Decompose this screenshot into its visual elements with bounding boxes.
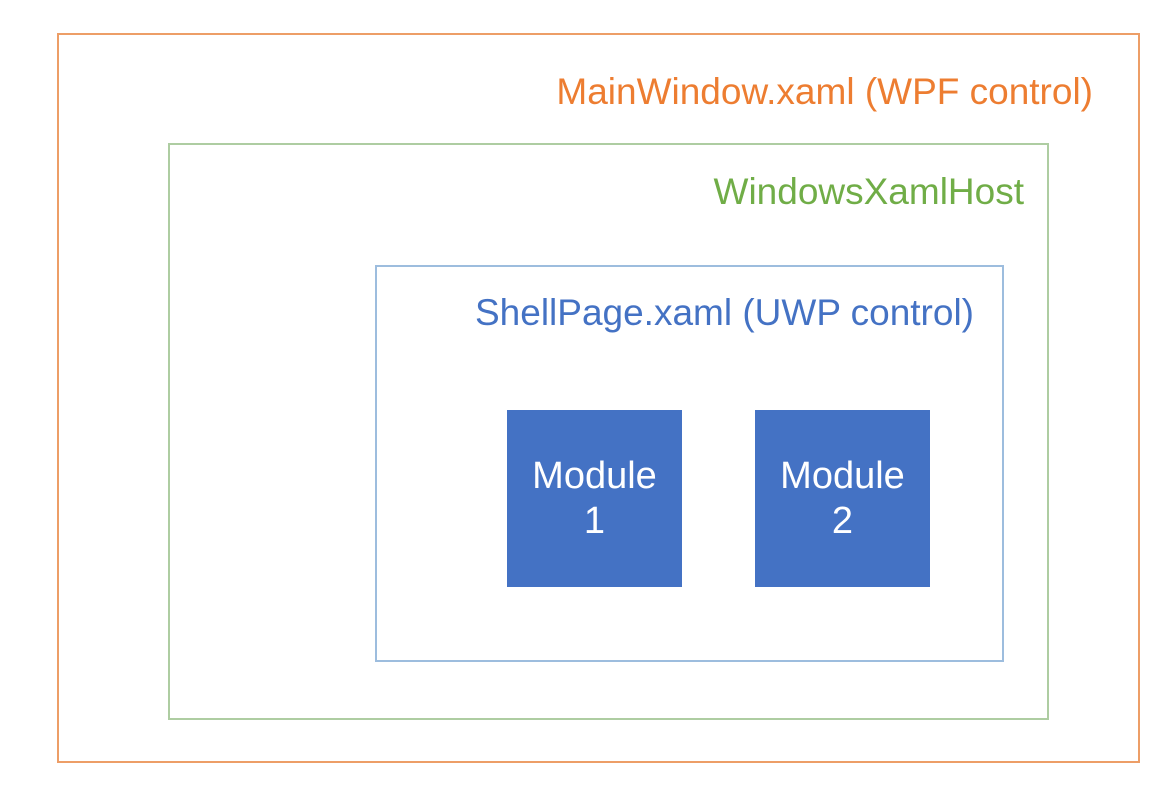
module-2-label: Module	[780, 455, 905, 498]
layer-title-main-window: MainWindow.xaml (WPF control)	[556, 71, 1093, 112]
layer-shell-page: ShellPage.xaml (UWP control) Module 1 Mo…	[375, 265, 1004, 662]
layer-title-windows-xaml-host: WindowsXamlHost	[713, 171, 1024, 212]
module-box-2: Module 2	[755, 410, 930, 587]
module-box-1: Module 1	[507, 410, 682, 587]
module-1-number: 1	[583, 499, 606, 542]
module-1-label: Module	[532, 455, 657, 498]
layer-windows-xaml-host: WindowsXamlHost ShellPage.xaml (UWP cont…	[168, 143, 1049, 720]
layer-main-window: MainWindow.xaml (WPF control) WindowsXam…	[57, 33, 1140, 763]
module-2-number: 2	[831, 499, 854, 542]
layer-title-shell-page: ShellPage.xaml (UWP control)	[475, 292, 974, 333]
